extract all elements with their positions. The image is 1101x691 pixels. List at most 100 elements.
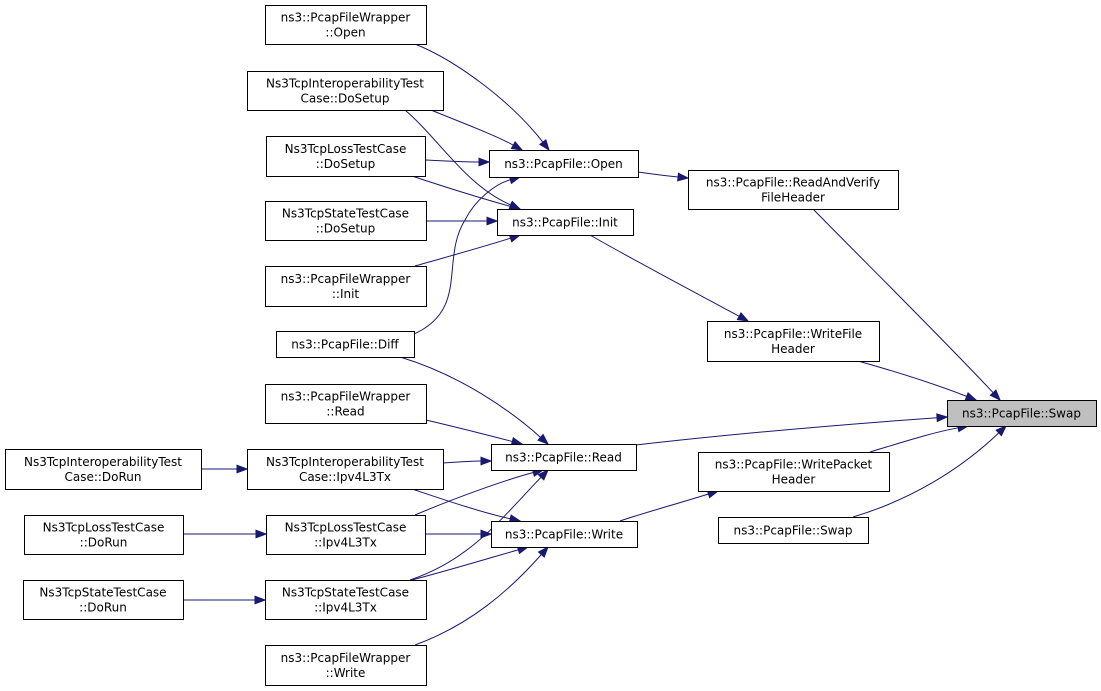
node-label-line: Case::DoRun <box>64 470 141 484</box>
node-pfw-write[interactable]: ns3::PcapFileWrapper::Write <box>265 645 427 686</box>
node-state-ipv4[interactable]: Ns3TcpStateTestCase::Ipv4L3Tx <box>265 580 427 620</box>
edge-line <box>619 493 709 522</box>
node-loss-ipv4[interactable]: Ns3TcpLossTestCase::Ipv4L3Tx <box>266 515 426 555</box>
edge-pf_diff-to-pf_open <box>411 175 522 336</box>
node-label-line: ::DoRun <box>79 601 127 615</box>
node-label-line: ns3::PcapFile::Open <box>504 157 623 171</box>
node-pf-init[interactable]: ns3::PcapFile::Init <box>497 209 634 236</box>
edge-line <box>442 460 482 464</box>
node-label-line: Header <box>771 342 815 356</box>
edge-read_verify-to-swap_root <box>812 208 1001 402</box>
node-box <box>265 580 427 620</box>
node-label-line: ::Ipv4L3Tx <box>314 601 377 615</box>
node-box <box>265 645 427 686</box>
node-label-line: ns3::PcapFile::Diff <box>291 338 399 352</box>
edge-interop_setup-to-pf_open <box>430 109 524 151</box>
edge-line <box>411 179 511 336</box>
edge-pfw_init-to-pf_init <box>414 234 522 267</box>
node-label-line: Ns3TcpInteroperabilityTest <box>266 455 424 469</box>
node-label-line: Ns3TcpStateTestCase <box>39 586 166 600</box>
edge-arrowhead <box>995 425 1008 437</box>
edge-line <box>414 43 544 143</box>
node-box <box>497 209 634 236</box>
edge-pf_write-to-write_packet_header <box>619 489 720 522</box>
edge-pf_diff-to-pf_read <box>399 356 550 445</box>
node-box <box>266 515 426 555</box>
node-label-line: ns3::PcapFile::Init <box>512 216 618 230</box>
node-pf-open[interactable]: ns3::PcapFile::Open <box>489 150 639 178</box>
edge-line <box>857 360 967 397</box>
edge-arrowhead <box>736 312 750 322</box>
edge-pfw_write-to-pf_write <box>414 545 549 646</box>
node-box <box>688 170 899 210</box>
edge-arrowhead <box>537 545 549 558</box>
node-label-line: Ns3TcpLossTestCase <box>285 142 407 156</box>
edge-swap_other-to-swap_root <box>852 425 1008 518</box>
edge-line <box>411 175 511 207</box>
edge-arrowhead <box>510 140 524 151</box>
node-label-line: ::Open <box>325 26 365 40</box>
edge-arrowhead <box>236 464 249 474</box>
node-state-run[interactable]: Ns3TcpStateTestCase::DoRun <box>23 580 184 620</box>
edge-line <box>430 109 514 146</box>
node-box <box>718 517 869 544</box>
node-pfw-init[interactable]: ns3::PcapFileWrapper::Init <box>265 266 427 307</box>
node-swap-root[interactable]: ns3::PcapFile::Swap <box>947 400 1097 427</box>
edge-line <box>589 234 740 317</box>
edge-line <box>637 171 679 178</box>
node-label-line: Ns3TcpLossTestCase <box>285 521 407 535</box>
edge-arrowhead <box>537 468 549 481</box>
node-label-line: ::DoRun <box>80 536 128 550</box>
node-pf-diff[interactable]: ns3::PcapFile::Diff <box>276 331 415 358</box>
nodes-layer: ns3::PcapFile::Swap ns3::PcapFile::ReadAn… <box>5 5 1097 686</box>
node-pfw-read[interactable]: ns3::PcapFileWrapper::Read <box>265 384 427 424</box>
node-box <box>947 400 1097 427</box>
node-loss-setup[interactable]: Ns3TcpLossTestCase::DoSetup <box>266 136 426 177</box>
node-label-line: ns3::PcapFileWrapper <box>281 11 411 25</box>
node-label-line: ns3::PcapFile::Swap <box>734 524 853 538</box>
node-state-setup[interactable]: Ns3TcpStateTestCase::DoSetup <box>265 201 427 241</box>
edge-interop_ipv4-to-pf_write <box>411 488 522 524</box>
node-box <box>265 266 427 307</box>
node-label-line: ns3::PcapFile::Swap <box>962 407 1081 421</box>
node-pfw-open[interactable]: ns3::PcapFileWrapper::Open <box>265 5 427 45</box>
node-label-line: ::Write <box>326 666 366 680</box>
node-label-line: Ns3TcpInteroperabilityTest <box>266 77 424 91</box>
node-pf-write[interactable]: ns3::PcapFile::Write <box>491 521 638 548</box>
edge-arrowhead <box>989 389 1001 402</box>
node-label-line: FileHeader <box>761 191 825 205</box>
node-loss-run[interactable]: Ns3TcpLossTestCase::DoRun <box>24 515 184 555</box>
edge-pf_read-to-swap_root <box>635 413 949 446</box>
node-box <box>491 521 638 548</box>
edge-loss_run-to-loss_ipv4 <box>182 529 268 539</box>
node-label-line: Ns3TcpInteroperabilityTest <box>24 455 182 469</box>
edge-state_setup-to-pf_init <box>426 216 499 226</box>
edge-write_packet_header-to-swap_root <box>869 423 970 453</box>
node-label-line: ::Init <box>332 287 360 301</box>
edge-arrowhead <box>538 138 550 152</box>
node-box <box>265 384 427 424</box>
node-label-line: Case::DoSetup <box>301 92 390 106</box>
node-box <box>276 331 415 358</box>
node-pf-read[interactable]: ns3::PcapFile::Read <box>491 444 637 471</box>
edge-line <box>852 432 1000 518</box>
node-label-line: ns3::PcapFile::Write <box>505 528 623 542</box>
edge-pf_init-to-write_file_header <box>589 234 750 322</box>
edge-arrowhead <box>480 529 493 539</box>
node-label-line: ns3::PcapFile::WriteFile <box>724 327 862 341</box>
edge-arrowhead <box>537 433 550 445</box>
node-label-line: Case::Ipv4L3Tx <box>299 470 391 484</box>
edge-arrowhead <box>255 529 268 539</box>
edge-line <box>635 417 938 446</box>
edge-loss_ipv4-to-pf_write <box>424 529 493 539</box>
node-swap-other[interactable]: ns3::PcapFile::Swap <box>718 517 869 544</box>
edge-line <box>869 427 959 453</box>
node-label-line: Ns3TcpStateTestCase <box>282 207 409 221</box>
